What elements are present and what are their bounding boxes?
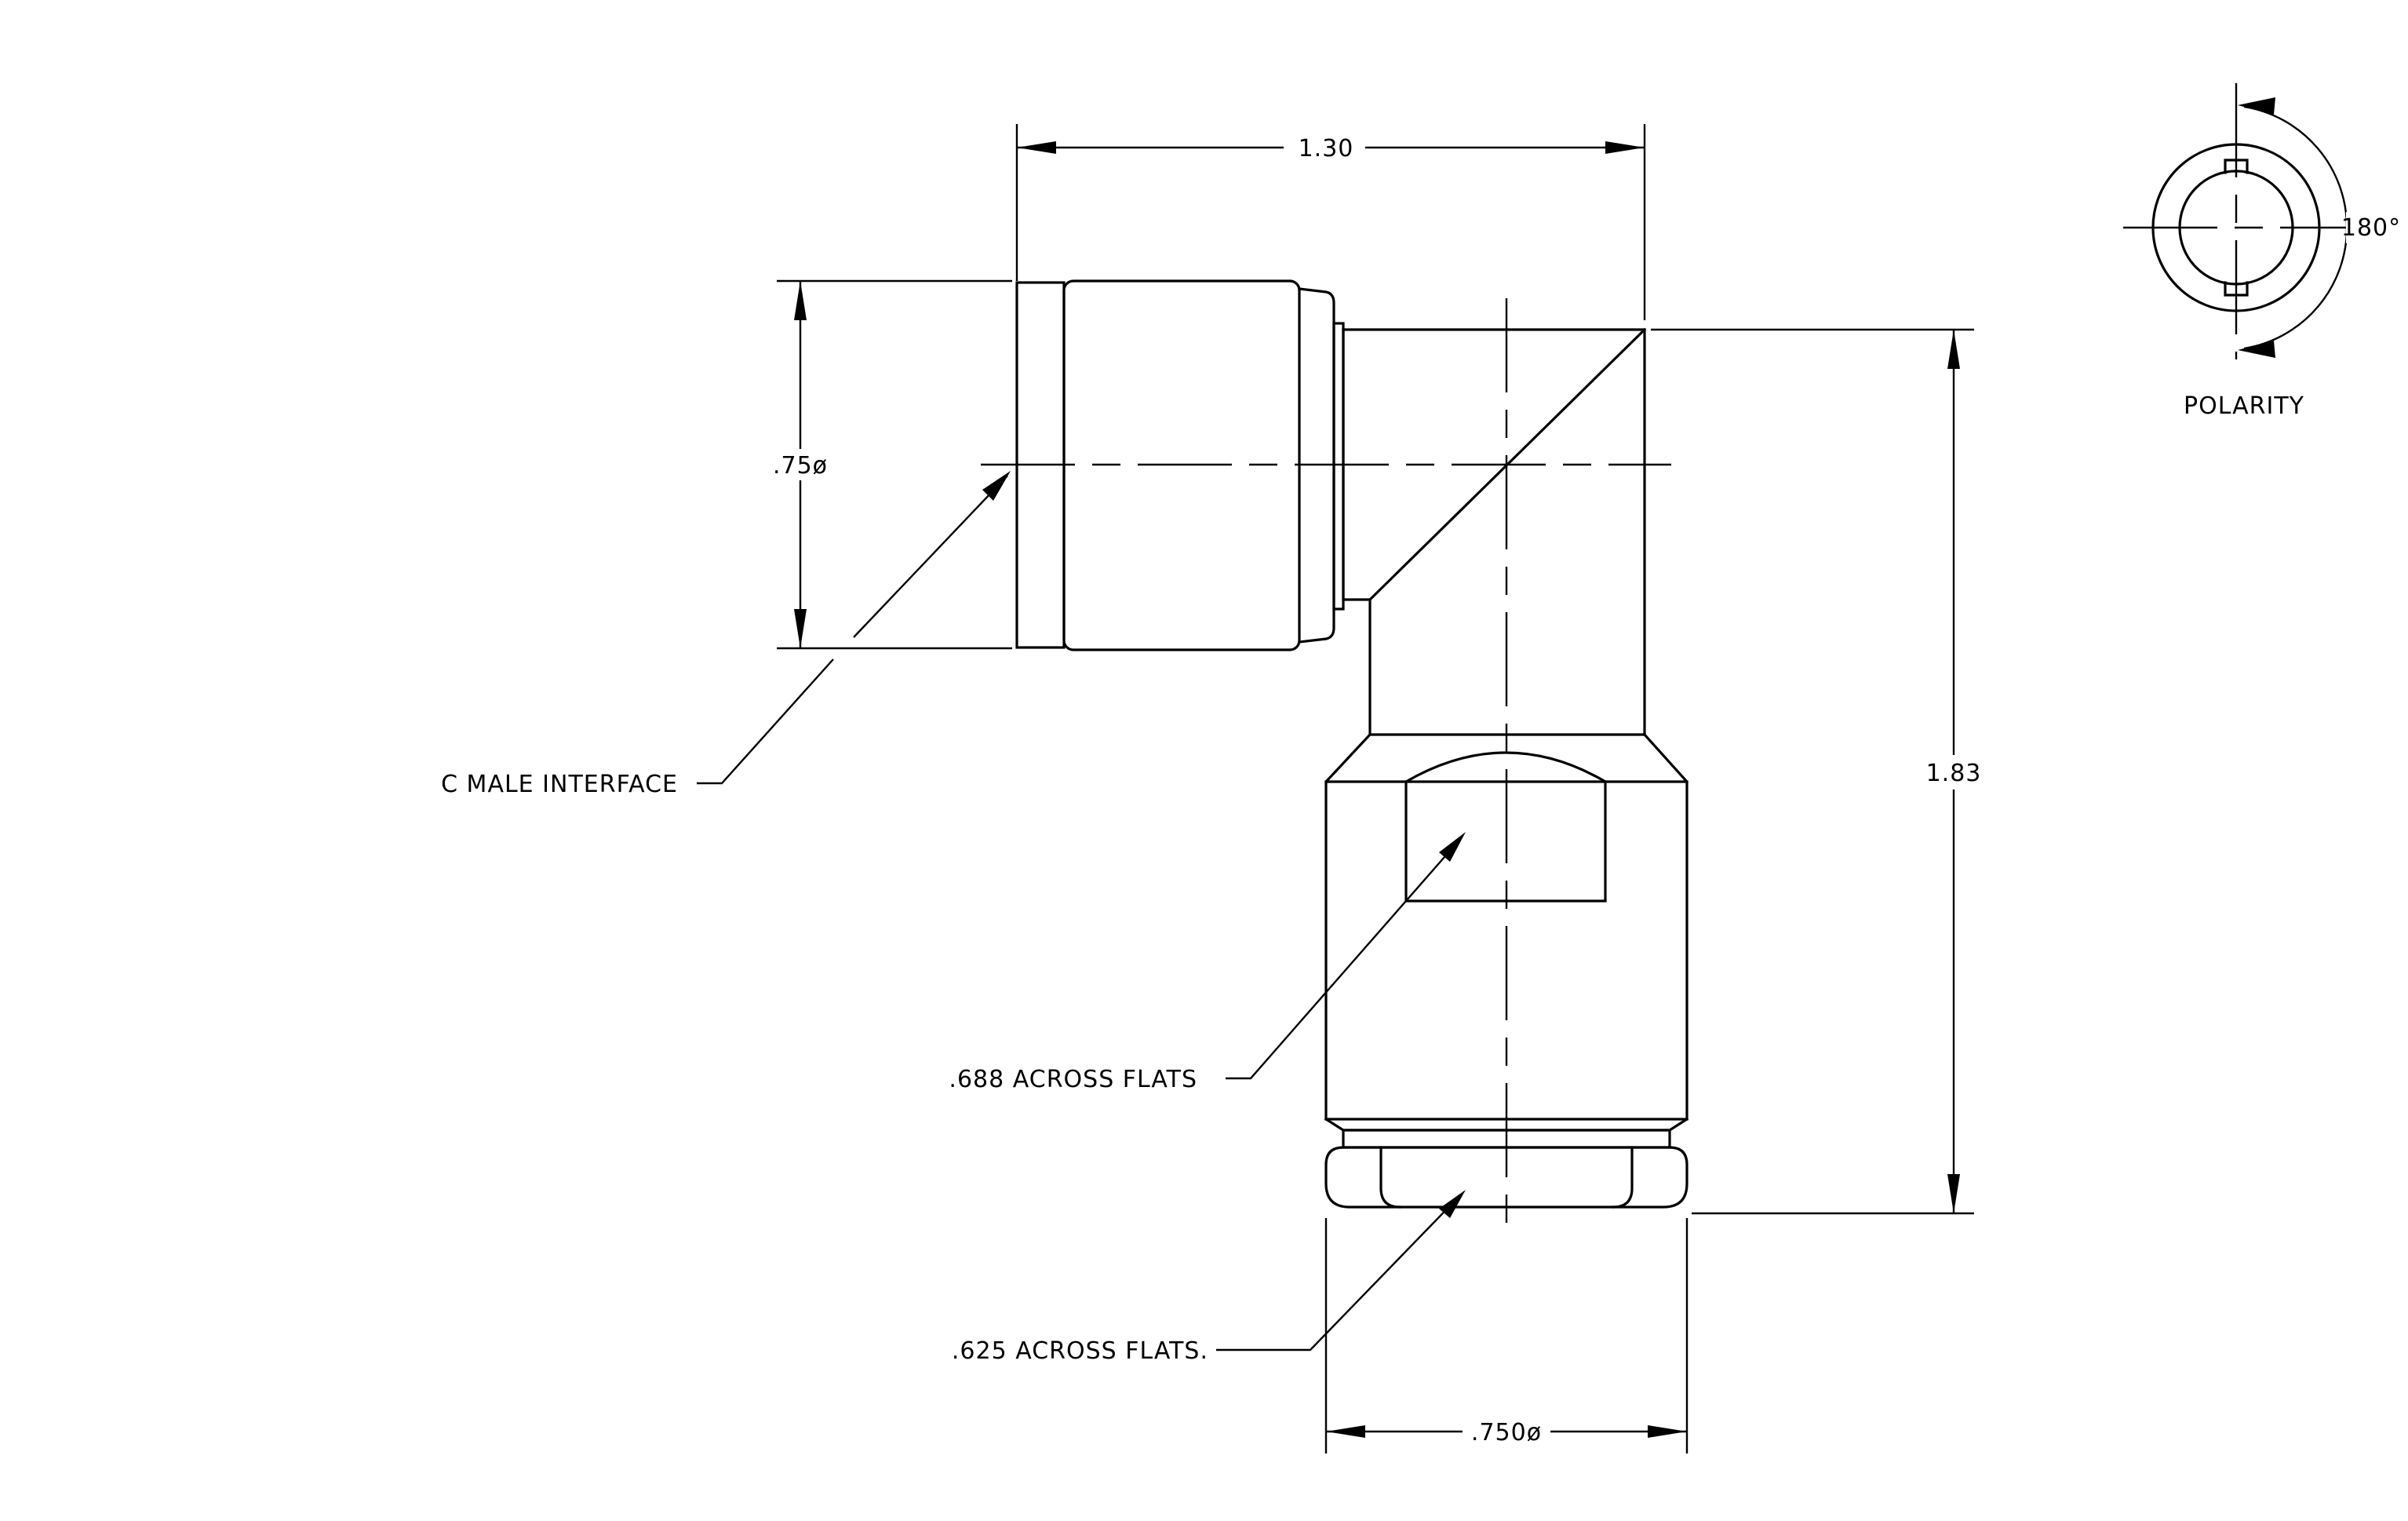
dimension-bottom-diameter-label: .750ø: [1471, 1419, 1542, 1446]
callout-hex-flats-label: .688 ACROSS FLATS: [949, 1066, 1197, 1093]
dimension-height-label: 1.83: [1926, 760, 1982, 787]
elbow-body: [1342, 327, 1647, 736]
bottom-nut: [1324, 1146, 1689, 1209]
polarity-detail: 180° POLARITY: [2123, 83, 2401, 420]
callout-hex-flats: .688 ACROSS FLATS: [949, 832, 1466, 1093]
polarity-angle-label: 180°: [2341, 214, 2401, 242]
dimension-bottom-diameter: .750ø: [1324, 1218, 1689, 1454]
callout-interface-label: C MALE INTERFACE: [441, 771, 678, 798]
callout-interface: C MALE INTERFACE: [441, 471, 1011, 798]
callout-nut-flats-label: .625 ACROSS FLATS.: [952, 1337, 1208, 1365]
dimension-length: 1.30: [1015, 124, 1646, 320]
dimension-length-label: 1.30: [1299, 135, 1354, 162]
dimension-height: 1.83: [1651, 328, 1996, 1215]
dimension-front-diameter-label: .75ø: [773, 452, 828, 480]
dimension-front-diameter: .75ø: [767, 279, 1012, 650]
polarity-label: POLARITY: [2184, 392, 2304, 420]
callout-nut-flats: .625 ACROSS FLATS.: [952, 1190, 1466, 1365]
centerlines: [981, 298, 1671, 1232]
